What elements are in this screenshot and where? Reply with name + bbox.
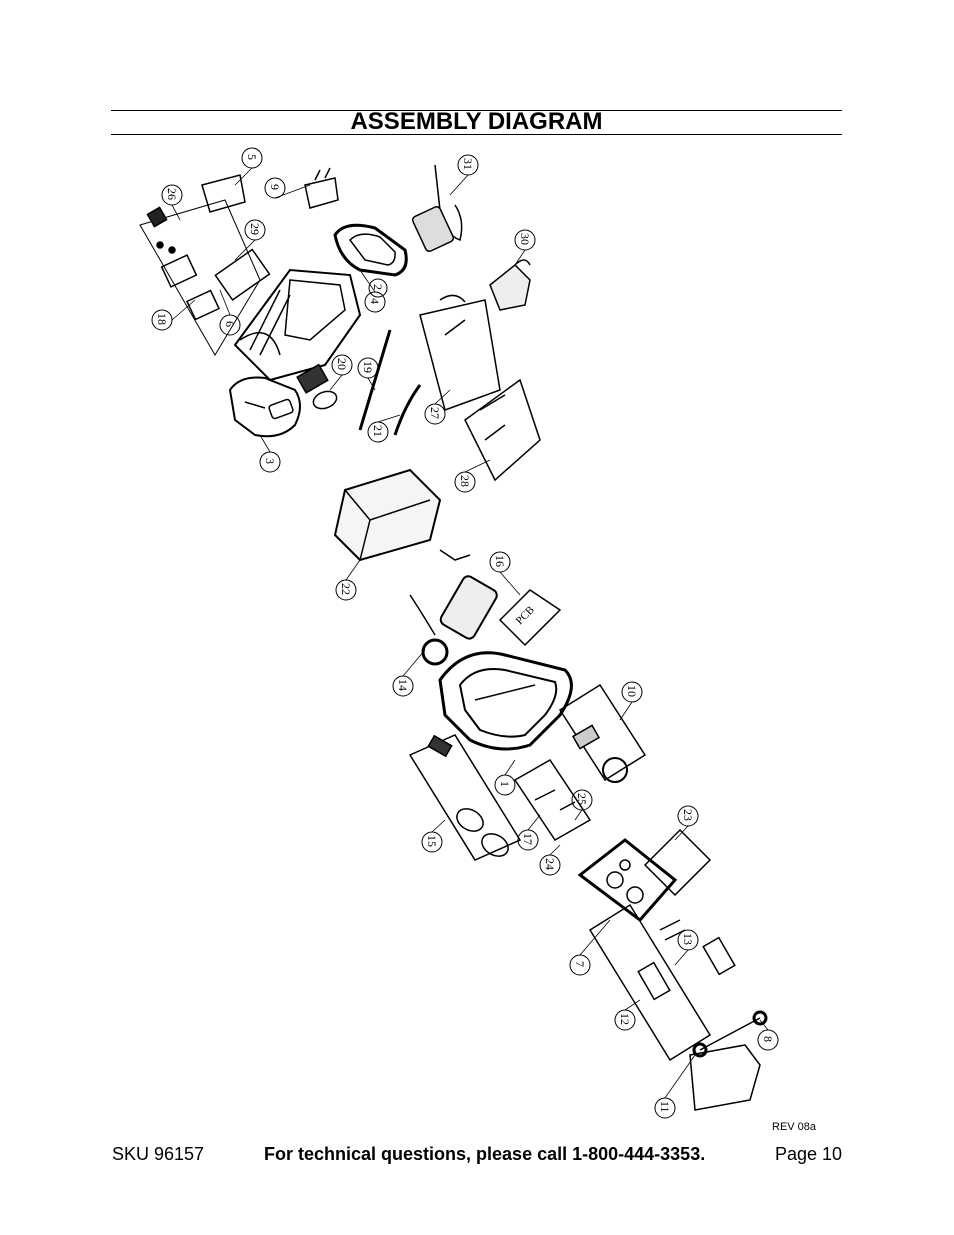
cylinder-group-12	[588, 903, 736, 1062]
battery-22	[333, 468, 442, 562]
callout-7: 7	[573, 961, 587, 967]
callout-19: 19	[361, 361, 375, 373]
header-bottom-rule	[111, 134, 842, 135]
header-top-rule	[111, 110, 842, 111]
switch-bracket-27	[419, 294, 501, 411]
assembly-diagram: PCB	[139, 147, 779, 1119]
callout-31: 31	[461, 158, 475, 170]
frame-2	[333, 223, 408, 277]
callout-28: 28	[458, 475, 472, 487]
pcb-label: PCB	[514, 604, 537, 627]
callout-30: 30	[518, 233, 532, 245]
panel-7	[577, 838, 678, 923]
footer-technical-support: For technical questions, please call 1-8…	[264, 1144, 706, 1164]
callout-21: 21	[371, 425, 385, 437]
page-title: ASSEMBLY DIAGRAM	[350, 108, 603, 135]
callout-8: 8	[761, 1036, 775, 1042]
motor-14	[409, 549, 498, 666]
callout-11: 11	[658, 1101, 672, 1113]
front-cover-3	[228, 376, 301, 438]
leader-lines	[171, 167, 769, 1099]
callout-15: 15	[425, 835, 439, 847]
footer-page-number: Page 10	[774, 1144, 842, 1164]
gauge-group-10	[558, 683, 647, 783]
outlet-group-23	[643, 828, 712, 897]
callout-12: 12	[618, 1013, 632, 1025]
switch-bracket-28	[464, 378, 541, 482]
callout-24: 24	[543, 858, 557, 870]
callout-18: 18	[155, 313, 169, 325]
callout-23: 23	[681, 809, 695, 821]
callout-5: 5	[245, 154, 259, 160]
pcb-16: PCB	[498, 589, 562, 647]
callout-25: 25	[575, 793, 589, 805]
adapter-30	[489, 259, 531, 311]
callout-14: 14	[396, 679, 410, 691]
callout-1: 1	[498, 781, 512, 787]
power-cord-31	[411, 164, 463, 252]
callout-10: 10	[625, 685, 639, 697]
callout-27: 27	[428, 407, 442, 419]
end-cover-8	[689, 1010, 768, 1111]
callout-22: 22	[339, 583, 353, 595]
hoses	[296, 329, 422, 436]
callout-9: 9	[268, 184, 282, 190]
callout-29: 29	[248, 223, 262, 235]
callout-2: 2	[371, 284, 385, 290]
callout-4: 4	[368, 298, 382, 304]
callout-26: 26	[165, 188, 179, 200]
valve-group-15	[408, 734, 522, 861]
callouts: 5 26 29 9 18 6 3 4 2 31 30 19 20 21 27 2…	[151, 147, 779, 1119]
top-plate-5	[201, 167, 339, 213]
lower-housing	[438, 651, 573, 751]
revision-label: REV 08a	[772, 1121, 817, 1133]
callout-3: 3	[263, 458, 277, 464]
footer-sku: SKU 96157	[112, 1144, 205, 1164]
bracket-group-18	[139, 199, 271, 356]
callout-16: 16	[493, 555, 507, 567]
callout-17: 17	[521, 833, 535, 845]
callout-20: 20	[335, 358, 349, 370]
callout-13: 13	[681, 933, 695, 945]
callout-6: 6	[223, 321, 237, 327]
